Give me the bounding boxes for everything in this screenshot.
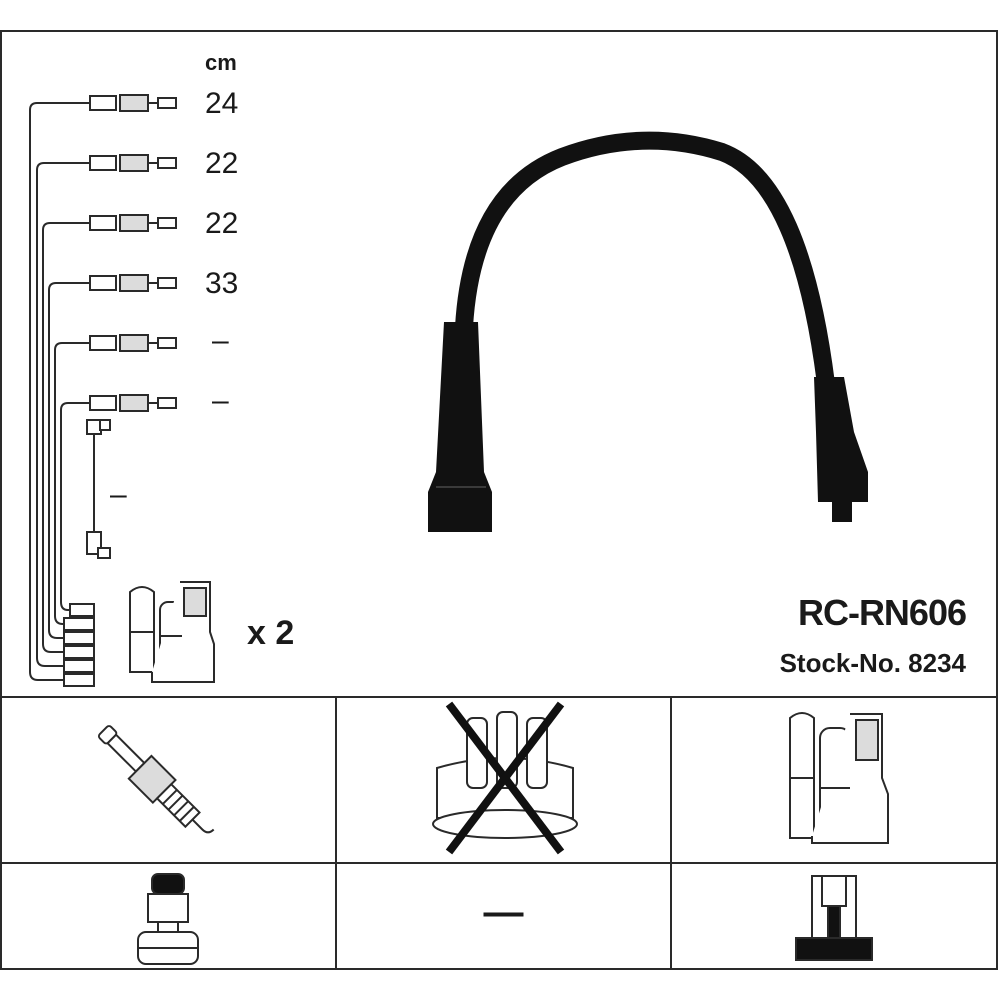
lead-7-connectors	[86, 419, 111, 559]
stock-number: Stock-No. 8234	[779, 648, 966, 678]
lead-length-6: –	[212, 384, 229, 417]
cable-set-panel: cm 24 22 22 33 – – –	[2, 32, 996, 698]
lead-schematic	[29, 94, 215, 687]
quantity-multiplier: x 2	[247, 614, 295, 652]
distributor-cap-icon	[432, 701, 578, 855]
ignition-coil-small	[129, 581, 215, 683]
product-sheet: cm 24 22 22 33 – – –	[0, 30, 998, 970]
lead-length-2: 22	[205, 147, 239, 180]
lead-length-4: 33	[205, 267, 239, 300]
components-row-1	[2, 696, 996, 864]
lead-length-3: 22	[205, 207, 239, 240]
coil-cell	[670, 698, 1000, 864]
spark-plug-connector-icon	[137, 873, 199, 965]
lead-length-7: –	[110, 478, 127, 511]
spark-plug-cell	[2, 698, 335, 864]
spark-plug-icon	[97, 725, 215, 834]
no-part-dash: —	[483, 890, 524, 934]
plug-connector-cell	[2, 864, 335, 970]
coil-connector-icon	[795, 875, 873, 961]
components-row-2: —	[2, 862, 996, 970]
distributor-cap-cell	[335, 698, 670, 864]
lead-length-1: 24	[205, 87, 239, 120]
ignition-cable-illustration	[428, 131, 868, 532]
lead-length-5: –	[212, 324, 229, 357]
no-part-cell: —	[335, 864, 670, 970]
coil-connector-cell	[670, 864, 1000, 970]
length-unit-label: cm	[205, 50, 237, 75]
lead-1-connectors	[82, 94, 177, 112]
not-applicable-cross-icon	[445, 701, 565, 855]
product-model: RC-RN606	[797, 592, 967, 633]
ignition-coil-icon	[789, 712, 889, 844]
